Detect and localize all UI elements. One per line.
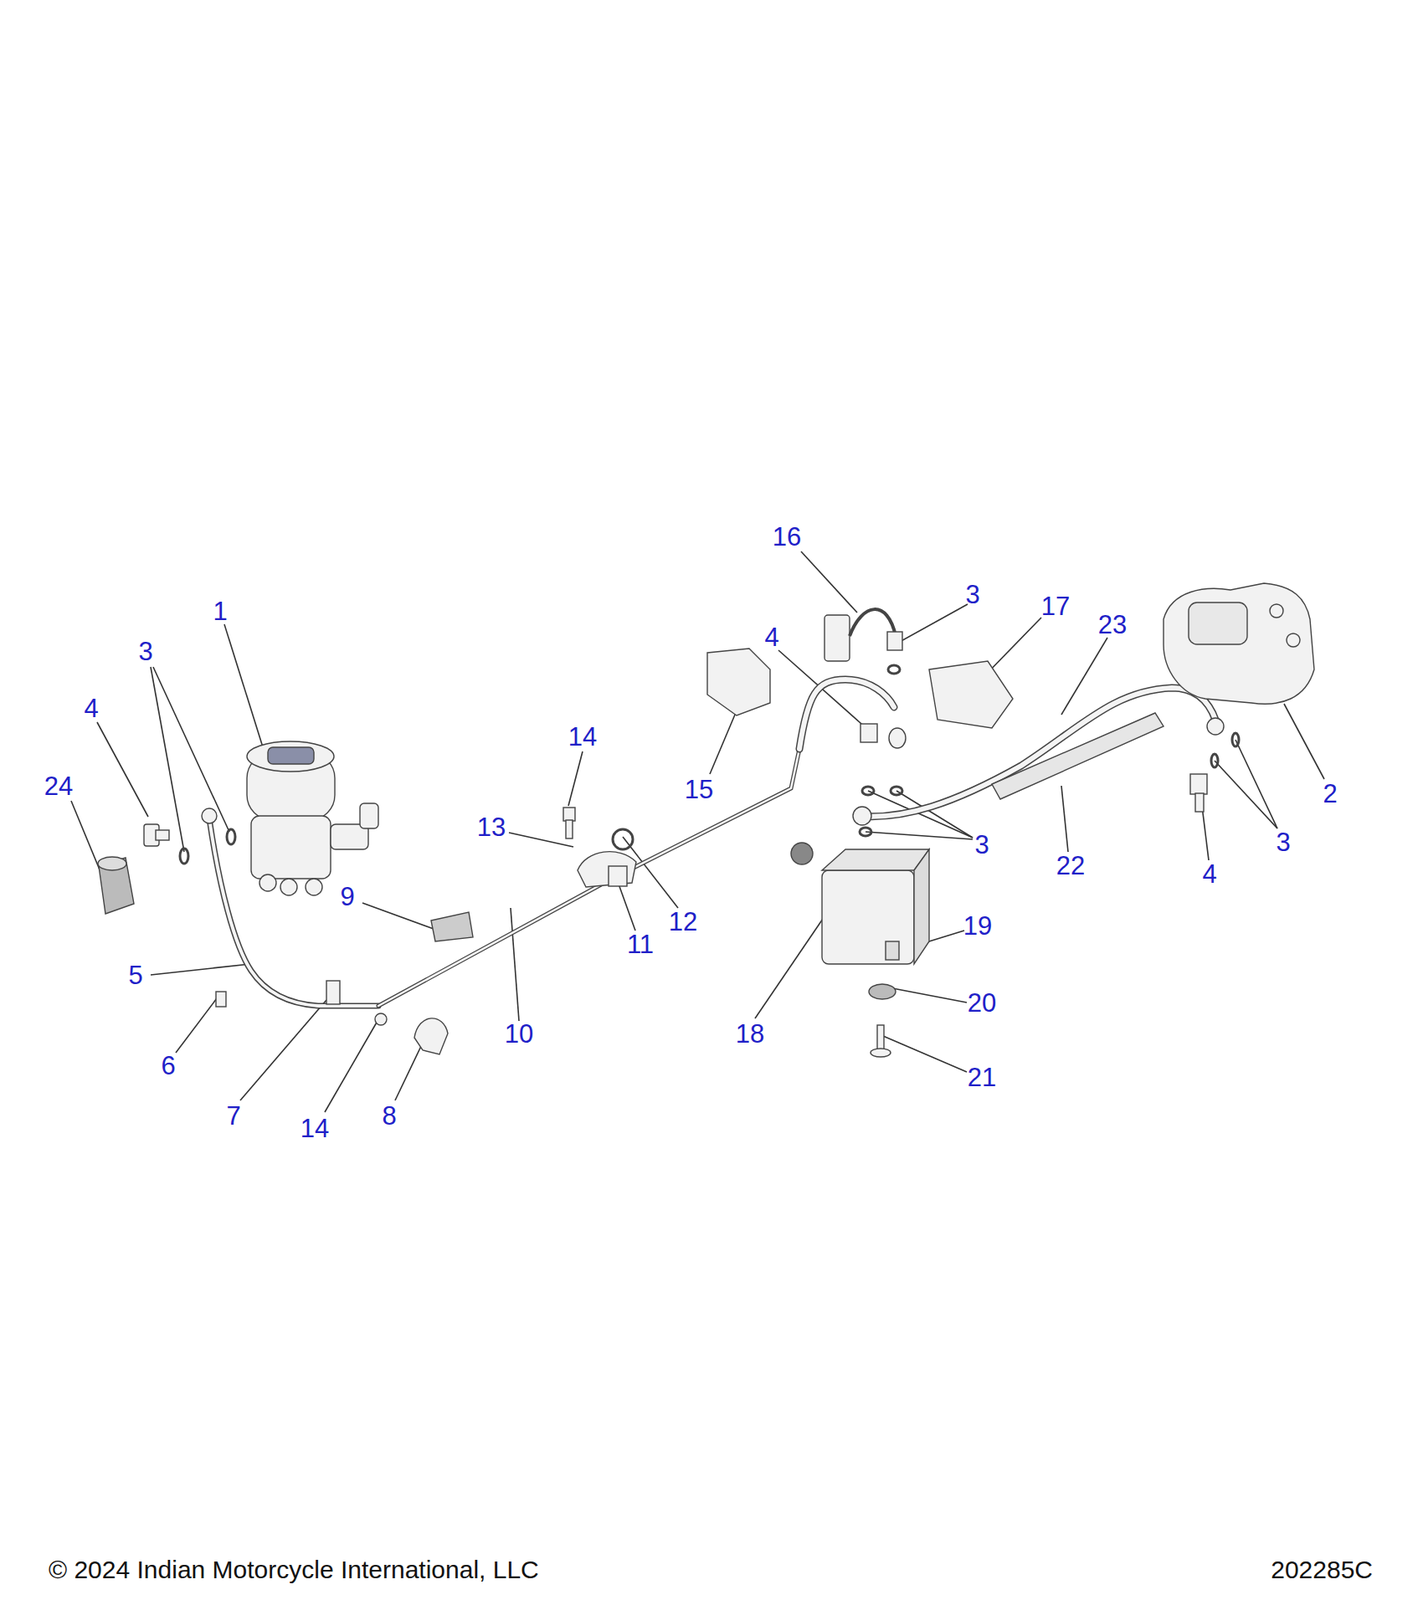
callout-number: 13 [477,814,506,841]
callout-number: 3 [965,581,980,608]
callout-number: 19 [963,913,992,940]
callout-number: 9 [339,883,355,910]
callout-number: 4 [1202,861,1217,888]
callout-number: 17 [1041,593,1070,620]
callout-number: 22 [1056,852,1085,879]
callout-number: 8 [381,1103,396,1130]
callout-number: 4 [764,624,779,651]
callout-number: 12 [668,909,698,935]
callout-number: 5 [128,962,143,989]
callout-number: 3 [1275,829,1290,856]
leader-lines [71,551,1325,1113]
callout-number: 16 [772,523,802,550]
callout-number: 7 [226,1103,241,1130]
callout-number: 21 [967,1064,997,1091]
callout-number: 1 [212,598,227,625]
callout-number: 14 [568,724,597,751]
callout-number: 10 [504,1021,534,1048]
callout-number: 23 [1098,611,1127,638]
callout-number: 20 [967,990,997,1017]
callout-number: 14 [300,1115,329,1142]
footer-text: © 2024 Indian Motorcycle International, … [48,1557,540,1583]
callout-number: 15 [684,776,714,803]
callout-number: 6 [160,1053,175,1079]
callout-number: 24 [44,773,73,800]
components [97,583,1315,1058]
callout-number: 11 [626,931,654,958]
footer-text: 202285C [1270,1557,1373,1583]
brake-lines [209,679,1216,1007]
callout-number: 4 [83,695,98,722]
callout-number: 3 [138,638,153,665]
callout-number: 3 [974,832,989,858]
callout-number: 18 [735,1021,765,1048]
callout-number: 2 [1322,780,1337,807]
